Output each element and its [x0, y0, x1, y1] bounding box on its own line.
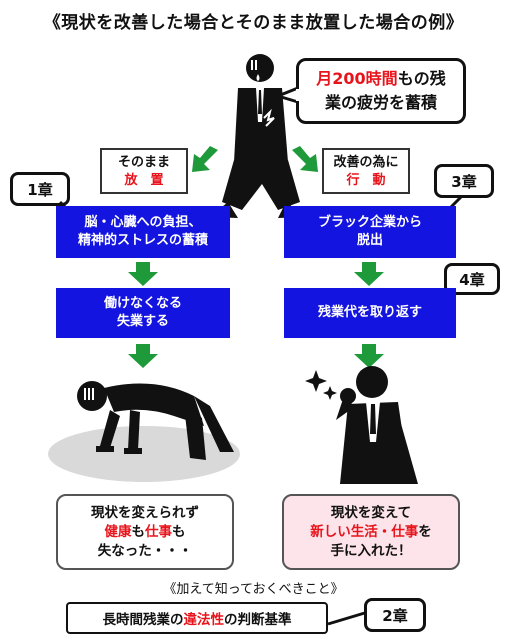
arrow-down-2: [128, 344, 158, 368]
arrow-down-1: [128, 262, 158, 286]
escape-box: ブラック企業から脱出: [284, 206, 456, 258]
action-choice: 改善の為に 行 動: [322, 148, 410, 194]
arrow-down-3: [354, 262, 384, 286]
fatigue-callout: 月200時間もの残 業の疲労を蓄積: [296, 58, 466, 124]
positive-result-line3: 手に入れた！: [330, 543, 412, 559]
neglect-line2: 放 置: [124, 173, 164, 188]
unemployment-box: 働けなくなる失業する: [56, 288, 230, 338]
arrow-down-4: [354, 344, 384, 368]
action-line1: 改善の為に: [333, 155, 399, 170]
new-life-text: 新しい生活・仕事: [310, 524, 419, 540]
callout-text-1: もの残: [397, 69, 446, 88]
illegality-text: 違法性: [183, 612, 225, 628]
confident-worker-figure: [305, 366, 418, 484]
unemployment-line1: 働けなくなる: [103, 296, 182, 311]
action-line2: 行 動: [346, 173, 386, 188]
chapter-4-tag: 4章: [444, 263, 500, 295]
unemployment-line2: 失業する: [116, 314, 169, 329]
neglect-choice: そのまま 放 置: [100, 148, 188, 194]
exhausted-worker-figure: [210, 54, 306, 218]
health-text: 健康: [104, 524, 132, 540]
work-text: 仕事: [145, 524, 172, 540]
chapter-1-tag: 1章: [10, 172, 70, 206]
negative-particle-2: も: [172, 524, 186, 540]
negative-result-line3: 失なった・・・: [97, 543, 193, 559]
additional-info-heading: 《加えて知っておくべきこと》: [163, 582, 344, 597]
arrow-down-left: [192, 146, 218, 172]
negative-result-line1: 現状を変えられず: [91, 505, 199, 521]
stress-line1: 脳・心臓への負担、: [84, 215, 202, 230]
negative-result-box: 現状を変えられず 健康も仕事も 失なった・・・: [56, 494, 234, 570]
arrow-down-right: [292, 146, 318, 172]
stress-box: 脳・心臓への負担、精神的ストレスの蓄積: [56, 206, 230, 258]
escape-line1: ブラック企業から: [317, 215, 422, 230]
positive-particle: を: [418, 524, 432, 540]
page-title: 《現状を改善した場合とそのまま放置した場合の例》: [43, 13, 464, 33]
chapter-2-tag: 2章: [364, 598, 426, 632]
stress-line2: 精神的ストレスの蓄積: [77, 233, 208, 248]
criteria-text-post: の判断基準: [224, 612, 292, 628]
negative-particle-1: も: [131, 524, 146, 540]
collapsed-worker-figure: [48, 381, 240, 482]
neglect-line1: そのまま: [117, 155, 170, 170]
overtime-pay-box: 残業代を取り返す: [284, 288, 456, 338]
positive-result-box: 現状を変えて 新しい生活・仕事を 手に入れた！: [282, 494, 460, 570]
callout-pointer: [276, 86, 300, 104]
illegality-criteria-box: 長時間残業の違法性の判断基準: [66, 602, 328, 634]
callout-text-2: 業の疲労を蓄積: [324, 93, 437, 112]
positive-result-line1: 現状を変えて: [330, 505, 412, 521]
chapter-3-tag: 3章: [434, 164, 494, 198]
overtime-pay-line: 残業代を取り返す: [317, 305, 422, 320]
chapter-2-pointer: [327, 610, 369, 626]
hours-highlight: 月200時間: [316, 69, 398, 88]
escape-line2: 脱出: [356, 233, 383, 248]
criteria-text-pre: 長時間残業の: [102, 612, 184, 628]
